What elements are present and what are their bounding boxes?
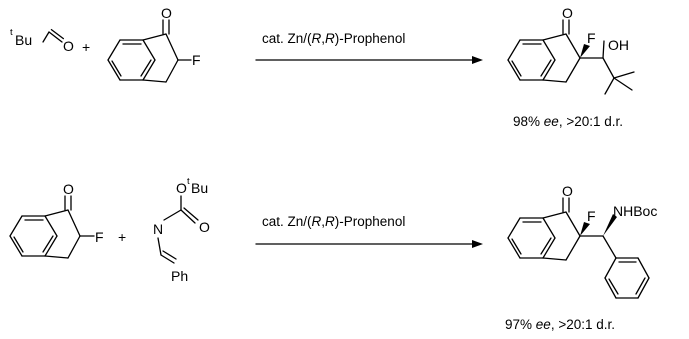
imine-nitrogen-label: N xyxy=(153,221,163,237)
reaction-arrow-2 xyxy=(255,240,483,248)
conditions-label-2: cat. Zn/(R,R)-Prophenol xyxy=(262,214,405,229)
ketone-oxygen-label: O xyxy=(161,5,172,21)
hydroxyl-label: OH xyxy=(608,37,629,53)
ester-oxygen-label: O xyxy=(176,180,187,196)
reaction-1: t Bu O + O F xyxy=(10,5,635,129)
fluorine-label: F xyxy=(192,52,201,68)
aldol-product-structure: O F OH xyxy=(507,5,635,95)
butyl-label-2: Bu xyxy=(191,180,208,196)
selectivity-label-1: 98% ee, >20:1 d.r. xyxy=(513,114,623,129)
product-ketone-oxygen-label-2: O xyxy=(562,183,573,199)
mannich-product-structure: O F NHBoc xyxy=(507,183,657,299)
fluoroindanone-structure-2: O F xyxy=(9,181,104,259)
product-fluorine-label-2: F xyxy=(587,208,596,224)
tert-superscript-2: t xyxy=(187,176,190,187)
pivaldehyde-structure: t Bu O xyxy=(10,27,74,54)
nhboc-label: NHBoc xyxy=(613,203,657,219)
butyl-label: Bu xyxy=(15,32,32,48)
product-fluorine-label: F xyxy=(587,30,596,46)
plus-sign-1: + xyxy=(82,39,90,55)
carbonyl-oxygen-label: O xyxy=(199,219,210,235)
reaction-arrow-1 xyxy=(255,56,483,64)
reaction-2: O F + O t Bu O N Ph cat. Zn/(R,R)-Prophe… xyxy=(9,176,657,332)
tert-superscript: t xyxy=(10,27,13,38)
aldehyde-oxygen-label: O xyxy=(63,38,74,54)
boc-imine-structure: O t Bu O N Ph xyxy=(153,176,210,284)
phenyl-label: Ph xyxy=(171,268,188,284)
fluoroindanone-structure-1: O F xyxy=(107,5,201,83)
product-ketone-oxygen-label: O xyxy=(562,5,573,21)
plus-sign-2: + xyxy=(118,229,126,245)
fluorine-label-2: F xyxy=(95,229,104,245)
selectivity-label-2: 97% ee, >20:1 d.r. xyxy=(505,317,615,332)
conditions-label-1: cat. Zn/(R,R)-Prophenol xyxy=(262,31,405,46)
ketone-oxygen-label-2: O xyxy=(63,181,74,197)
